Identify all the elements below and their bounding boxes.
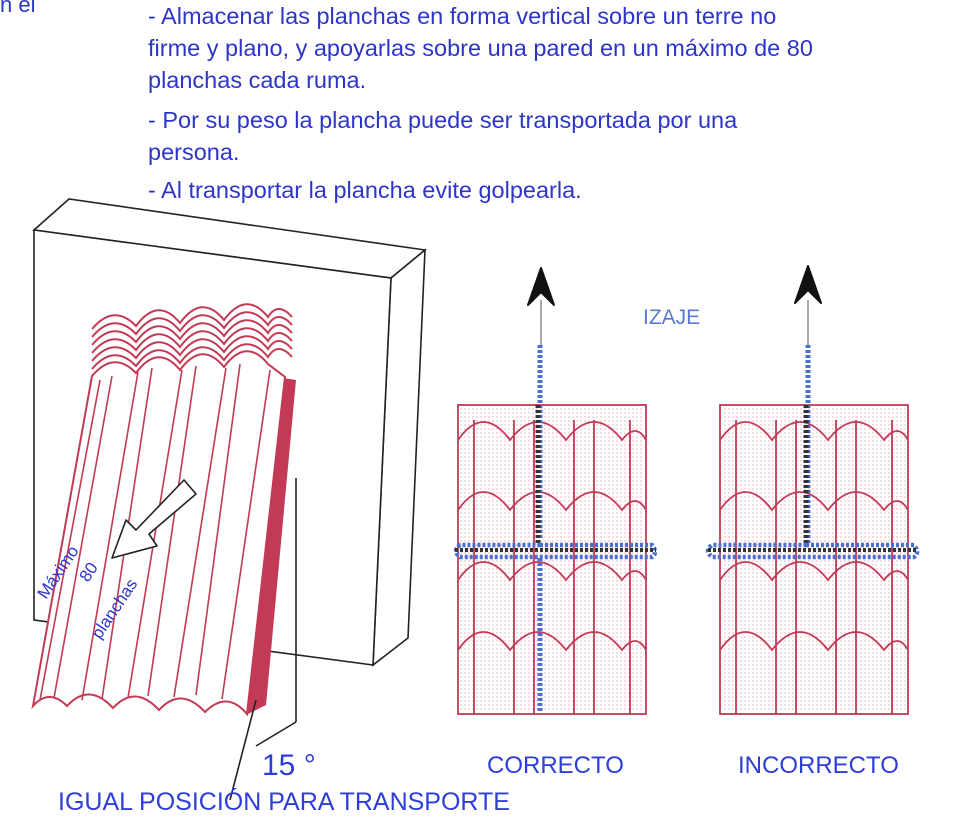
- direction-arrow: [111, 479, 197, 559]
- instruction-line-6: - Al transportar la plancha evite golpea…: [148, 177, 582, 203]
- instruction-line-2: firme y plano, y apoyarlas sobre una par…: [148, 35, 813, 61]
- angle-indicator: [229, 478, 297, 801]
- instruction-line-1: - Almacenar las planchas en forma vertic…: [148, 3, 777, 29]
- lift-label: IZAJE: [643, 306, 701, 329]
- correct-panel: [453, 267, 658, 715]
- bottom-caption: IGUAL POSICIÓN PARA TRANSPORTE: [58, 788, 510, 816]
- instruction-line-3: planchas cada ruma.: [148, 67, 367, 93]
- sheet-stack: [31, 303, 296, 717]
- instruction-line-4: - Por su peso la plancha puede ser trans…: [148, 107, 738, 133]
- correct-label: CORRECTO: [487, 752, 624, 779]
- corner-text-fragment: n el: [0, 0, 36, 17]
- incorrect-label: INCORRECTO: [738, 752, 899, 779]
- angle-label: 15 °: [262, 749, 316, 782]
- instruction-line-5: persona.: [148, 139, 240, 165]
- incorrect-panel: [705, 265, 920, 715]
